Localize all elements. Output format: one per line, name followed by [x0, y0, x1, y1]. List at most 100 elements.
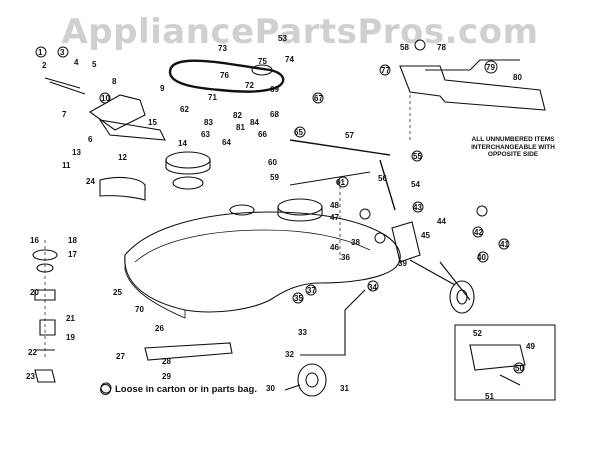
callout-75: 75	[258, 57, 267, 66]
callout-68: 68	[270, 110, 279, 119]
callout-65: 65	[294, 128, 303, 137]
front-wheel[interactable]	[297, 363, 327, 397]
front-axle[interactable]	[300, 289, 366, 356]
callout-17: 17	[68, 250, 77, 259]
callout-48: 48	[330, 201, 339, 210]
callout-64: 64	[222, 138, 231, 147]
callout-33: 33	[298, 328, 307, 337]
callout-51: 51	[485, 392, 494, 401]
callout-56: 56	[378, 174, 387, 183]
callout-12: 12	[118, 153, 127, 162]
callout-53: 53	[278, 34, 287, 43]
callout-63: 63	[201, 130, 210, 139]
callout-47: 47	[330, 213, 339, 222]
callout-35: 35	[294, 294, 303, 303]
footnote-text: Loose in carton or in parts bag.	[115, 384, 257, 395]
callout-18: 18	[68, 236, 77, 245]
callout-67: 67	[314, 94, 323, 103]
loose-parts-circle-icon	[100, 384, 111, 395]
callout-81: 81	[236, 123, 245, 132]
callout-34: 34	[368, 283, 377, 292]
callout-23: 23	[26, 372, 35, 381]
rear-hanger-bracket[interactable]	[399, 65, 546, 111]
callout-82: 82	[233, 111, 242, 120]
callout-26: 26	[155, 324, 164, 333]
callout-21: 21	[66, 314, 75, 323]
callout-43: 43	[413, 203, 422, 212]
callout-31: 31	[340, 384, 349, 393]
callout-8: 8	[112, 77, 117, 86]
callout-38: 38	[351, 238, 360, 247]
callout-71: 71	[208, 93, 217, 102]
callout-27: 27	[116, 352, 125, 361]
callout-50: 50	[515, 364, 524, 373]
baffle[interactable]	[99, 176, 146, 201]
callout-24: 24	[86, 177, 95, 186]
callout-37: 37	[307, 286, 316, 295]
callout-28: 28	[162, 357, 171, 366]
callout-49: 49	[526, 342, 535, 351]
callout-16: 16	[30, 236, 39, 245]
callout-36: 36	[341, 253, 350, 262]
callout-3: 3	[60, 48, 65, 57]
inset-detail-box	[454, 324, 556, 401]
callout-61: 61	[336, 178, 345, 187]
callout-70: 70	[135, 305, 144, 314]
callout-11: 11	[62, 161, 71, 170]
callout-15: 15	[148, 118, 157, 127]
callout-5: 5	[92, 60, 97, 69]
cutting-blade[interactable]	[144, 342, 233, 361]
callout-78: 78	[437, 43, 446, 52]
callout-52: 52	[473, 329, 482, 338]
callout-69: 69	[270, 85, 279, 94]
callout-80: 80	[513, 73, 522, 82]
left-spindle-pulley[interactable]	[165, 151, 211, 169]
callout-66: 66	[258, 130, 267, 139]
callout-14: 14	[178, 139, 187, 148]
callout-30: 30	[266, 384, 275, 393]
callout-74: 74	[285, 55, 294, 64]
callout-39: 39	[398, 259, 407, 268]
callout-20: 20	[30, 288, 39, 297]
callout-62: 62	[180, 105, 189, 114]
callout-59: 59	[270, 173, 279, 182]
callout-60: 60	[268, 158, 277, 167]
callout-77: 77	[381, 66, 390, 75]
callout-22: 22	[28, 348, 37, 357]
callout-54: 54	[411, 180, 420, 189]
callout-29: 29	[162, 372, 171, 381]
callout-83: 83	[204, 118, 213, 127]
callout-57: 57	[345, 131, 354, 140]
front-hanger-bracket[interactable]	[88, 94, 146, 131]
callout-79: 79	[486, 63, 495, 72]
callout-2: 2	[42, 61, 47, 70]
drive-belt[interactable]	[168, 59, 285, 93]
callout-10: 10	[101, 94, 110, 103]
callout-32: 32	[285, 350, 294, 359]
callout-7: 7	[62, 110, 67, 119]
callout-46: 46	[330, 243, 339, 252]
height-adjust-bracket[interactable]	[391, 221, 421, 263]
callout-41: 41	[500, 240, 509, 249]
footnote: Loose in carton or in parts bag.	[100, 384, 257, 395]
callout-25: 25	[113, 288, 122, 297]
mower-deck-shell[interactable]	[124, 211, 401, 313]
callout-55: 55	[413, 152, 422, 161]
callout-19: 19	[66, 333, 75, 342]
callout-76: 76	[220, 71, 229, 80]
callout-72: 72	[245, 81, 254, 90]
callout-73: 73	[218, 44, 227, 53]
callout-40: 40	[477, 253, 486, 262]
rear-gauge-wheel[interactable]	[449, 280, 475, 314]
callout-4: 4	[74, 58, 79, 67]
callout-9: 9	[160, 84, 165, 93]
callout-1: 1	[38, 48, 43, 57]
interchangeable-parts-note: ALL UNNUMBERED ITEMS INTERCHANGEABLE WIT…	[471, 136, 555, 158]
callout-45: 45	[421, 231, 430, 240]
callout-84: 84	[250, 118, 259, 127]
callout-58: 58	[400, 43, 409, 52]
callout-42: 42	[474, 228, 483, 237]
callout-13: 13	[72, 148, 81, 157]
callout-44: 44	[437, 217, 446, 226]
